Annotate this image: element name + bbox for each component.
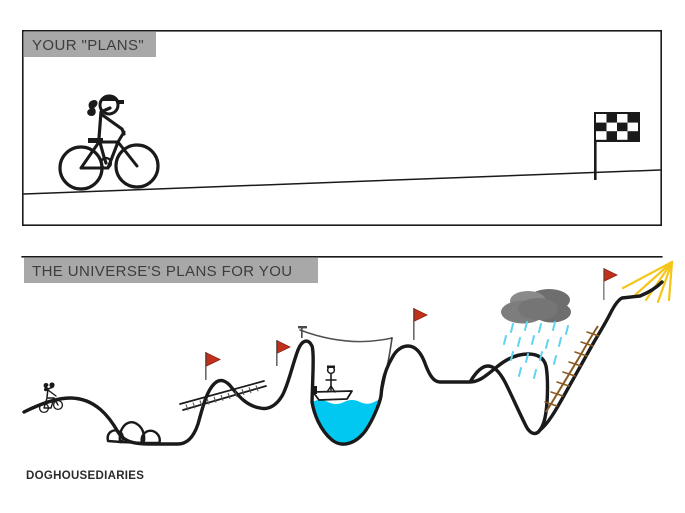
raindrop-16 <box>533 369 537 379</box>
raindrop-8 <box>531 335 535 345</box>
sun-ray-3 <box>644 260 674 302</box>
raindrop-15 <box>518 367 522 377</box>
panel-1-frame <box>21 29 663 226</box>
terrain-left <box>22 339 550 446</box>
rowboat <box>312 365 353 401</box>
raindrop-1 <box>510 323 514 333</box>
zipline-rope <box>298 326 393 393</box>
small-bicycle-fork <box>53 397 59 406</box>
raindrop-3 <box>538 323 542 333</box>
thorn-wire <box>545 325 599 413</box>
bicycle-seat-tube <box>106 140 120 170</box>
raindrop-14 <box>553 355 557 365</box>
sun-ray-1 <box>621 260 674 290</box>
flag-pole <box>594 118 597 180</box>
boulder-large-center <box>118 421 146 445</box>
rider-leg <box>97 137 108 165</box>
flag-2-cloth <box>277 340 291 354</box>
raindrop-11 <box>510 351 514 361</box>
bicycle-front-wheel <box>114 143 160 189</box>
flag-1-pole <box>205 352 207 380</box>
zipline-post-top <box>298 326 307 329</box>
raindrop-6 <box>503 335 507 345</box>
zipline-anchor-line <box>381 337 393 393</box>
rain-cloud <box>501 289 571 324</box>
ladder-rail-bottom <box>182 385 267 411</box>
thorny-slope <box>544 325 600 413</box>
flag-summit <box>603 268 618 300</box>
small-rider-hair <box>43 383 49 392</box>
flag-1 <box>205 352 221 380</box>
panel-1-label: YOUR "PLANS" <box>32 37 144 54</box>
flag-3-pole <box>413 308 415 340</box>
small-cyclist <box>38 382 64 414</box>
boat-bow-block <box>312 386 317 394</box>
sun-ray-5 <box>667 260 674 302</box>
sun-ray-2 <box>632 260 674 298</box>
sun-ray-4 <box>656 260 674 304</box>
helmet-visor <box>118 100 124 104</box>
terrain-right-climb <box>538 280 664 432</box>
boulder-small-right <box>140 429 161 445</box>
zipline-cable <box>299 329 393 343</box>
checkered-flag-pattern <box>596 114 638 140</box>
flag-3 <box>413 308 428 340</box>
panel-2-label: THE UNIVERSE'S PLANS FOR YOU <box>32 263 293 280</box>
boulders <box>106 421 161 445</box>
raindrop-9 <box>545 339 549 349</box>
bicycle-fork <box>116 140 139 168</box>
zipline-post <box>301 328 303 338</box>
small-rider-arm <box>47 389 57 397</box>
flag-summit-cloth <box>604 268 618 282</box>
raindrop-5 <box>565 325 569 335</box>
ladder-bridge <box>179 380 267 411</box>
flag-summit-pole <box>603 268 605 300</box>
raindrop-13 <box>539 351 543 361</box>
incline-path <box>23 169 661 195</box>
checkered-flag <box>594 112 640 180</box>
panel-1-label-band <box>24 32 156 57</box>
flag-2 <box>276 340 291 366</box>
rider-helmet <box>99 94 120 105</box>
ladder-rungs <box>185 385 259 411</box>
boat-figure-legs <box>326 385 336 393</box>
rider-torso <box>97 106 112 140</box>
cyclist <box>58 94 160 191</box>
rider-hair <box>87 100 98 116</box>
flag-3-cloth <box>414 308 428 322</box>
credit-line: DOGHOUSEDIARIES <box>26 470 144 482</box>
ladder-rail-top <box>179 380 265 405</box>
flag-1-cloth <box>206 352 221 367</box>
small-rider-head <box>49 382 55 388</box>
boat-hull <box>312 390 353 401</box>
flag-2-pole <box>276 340 278 366</box>
panel-universe-plans: THE UNIVERSE'S PLANS FOR YOU <box>21 256 674 446</box>
raindrop-10 <box>558 337 562 347</box>
boat-figure-hat <box>327 365 335 368</box>
cloud-puff-center <box>518 298 558 320</box>
raindrop-12 <box>525 353 529 363</box>
raindrops <box>503 321 569 379</box>
rider-arm <box>99 112 126 136</box>
panel-your-plans: YOUR "PLANS" <box>21 29 663 226</box>
small-bicycle-front-wheel <box>52 399 64 411</box>
raindrop-2 <box>524 321 528 331</box>
sun-rays <box>621 260 674 304</box>
thorn-barbs <box>544 331 600 407</box>
raindrop-4 <box>552 321 556 331</box>
raindrop-7 <box>517 337 521 347</box>
panel-2-label-band <box>24 258 318 283</box>
